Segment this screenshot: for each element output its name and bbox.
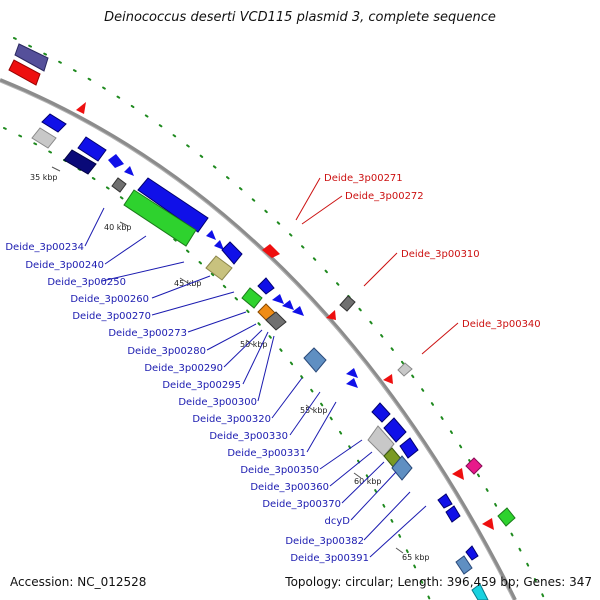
gene-block: [31, 127, 57, 149]
gene-arrow: [214, 240, 224, 250]
map-title: Deinococcus deserti VCD115 plasmid 3, co…: [104, 10, 496, 25]
blue-leader-lines: [84, 207, 427, 558]
gene-arrow: [206, 230, 216, 240]
gene-label: Deide_3p00331: [227, 448, 306, 459]
gene-label: dcyD: [325, 516, 351, 527]
gene-block: [63, 149, 97, 175]
gene-label: Deide_3p00295: [162, 380, 241, 391]
tick-label: 55 kbp: [300, 406, 328, 415]
red-gene-labels: Deide_3p00271 Deide_3p00272 Deide_3p0031…: [324, 173, 541, 330]
gene-label: Deide_3p00273: [108, 328, 187, 339]
tick-label: 60 kbp: [354, 477, 382, 486]
gene-arrow: [346, 378, 358, 388]
gene-block: [41, 113, 67, 133]
gene-label: Deide_3p00240: [25, 260, 104, 271]
gene-label: Deide_3p00310: [401, 249, 480, 260]
gene-block: [471, 583, 489, 600]
gene-block: [221, 241, 243, 265]
gene-block: [437, 493, 453, 509]
tick-label: 40 kbp: [104, 223, 132, 232]
gene-block: [371, 402, 391, 423]
genome-backbone-shade: [0, 81, 514, 600]
gene-arrow: [76, 102, 86, 114]
gene-label: Deide_3p00370: [262, 499, 341, 510]
gene-block: [445, 505, 461, 523]
tick-label: 65 kbp: [402, 553, 430, 562]
gene-label: Deide_3p00272: [345, 191, 424, 202]
gene-label: Deide_3p00320: [192, 414, 271, 425]
gene-block: [257, 277, 275, 295]
gene-label: Deide_3p00234: [5, 242, 84, 253]
accession-label: Accession: NC_012528: [10, 575, 147, 589]
gene-arrow: [262, 244, 280, 258]
gene-block: [123, 189, 197, 247]
gene-block: [8, 59, 41, 86]
gene-arrow: [326, 310, 336, 320]
gene-block: [14, 43, 49, 72]
gene-block: [399, 437, 419, 459]
gene-label: Deide_3p00340: [462, 319, 541, 330]
gene-arrow: [108, 154, 124, 168]
gene-block: [465, 545, 479, 561]
gene-block: [391, 455, 413, 481]
tick-label: 50 kbp: [240, 340, 268, 349]
gene-block: [497, 507, 516, 527]
gene-label: Deide_3p00350: [240, 465, 319, 476]
red-leader-lines: [295, 177, 459, 355]
gene-block: [303, 347, 327, 373]
gene-block: [241, 287, 263, 309]
gene-label: Deide_3p00271: [324, 173, 403, 184]
gene-label: Deide_3p00360: [250, 482, 329, 493]
gene-label: Deide_3p00250: [47, 277, 126, 288]
kbp-tick-labels: 35 kbp 40 kbp 45 kbp 50 kbp 55 kbp 60 kb…: [30, 173, 430, 562]
gene-arrow: [383, 374, 393, 384]
gene-block: [205, 255, 233, 281]
gene-block: [465, 457, 483, 475]
gene-block: [383, 417, 407, 443]
tick-label: 45 kbp: [174, 279, 202, 288]
gene-label: Deide_3p00290: [144, 363, 223, 374]
gene-block: [339, 295, 356, 312]
gene-block: [367, 425, 395, 457]
gene-block: [111, 177, 127, 193]
gene-label: Deide_3p00270: [72, 311, 151, 322]
gene-label: Deide_3p00300: [178, 397, 257, 408]
gene-label: Deide_3p00330: [209, 431, 288, 442]
gene-arrow: [452, 468, 464, 480]
tick-label: 35 kbp: [30, 173, 58, 182]
outer-genes: [8, 43, 516, 530]
gene-arrow: [282, 300, 294, 310]
genome-backbone: [0, 78, 517, 600]
gene-block: [265, 311, 287, 331]
gene-label: Deide_3p00382: [285, 536, 364, 547]
gene-arrow: [482, 518, 494, 530]
gene-label: Deide_3p00260: [70, 294, 149, 305]
gene-block: [397, 362, 413, 377]
gene-label: Deide_3p00280: [127, 346, 206, 357]
gene-block: [77, 136, 107, 162]
gene-label: Deide_3p00391: [290, 553, 369, 564]
gene-arrow: [292, 306, 304, 316]
topology-stats: Topology: circular; Length: 396,459 bp; …: [285, 575, 592, 589]
gene-arrow: [124, 166, 134, 176]
gene-arrow: [346, 368, 358, 378]
inner-genes: [31, 113, 489, 600]
blue-gene-labels: Deide_3p00234 Deide_3p00240 Deide_3p0025…: [5, 242, 369, 564]
gene-arrow: [272, 294, 284, 304]
gene-block: [455, 555, 473, 575]
